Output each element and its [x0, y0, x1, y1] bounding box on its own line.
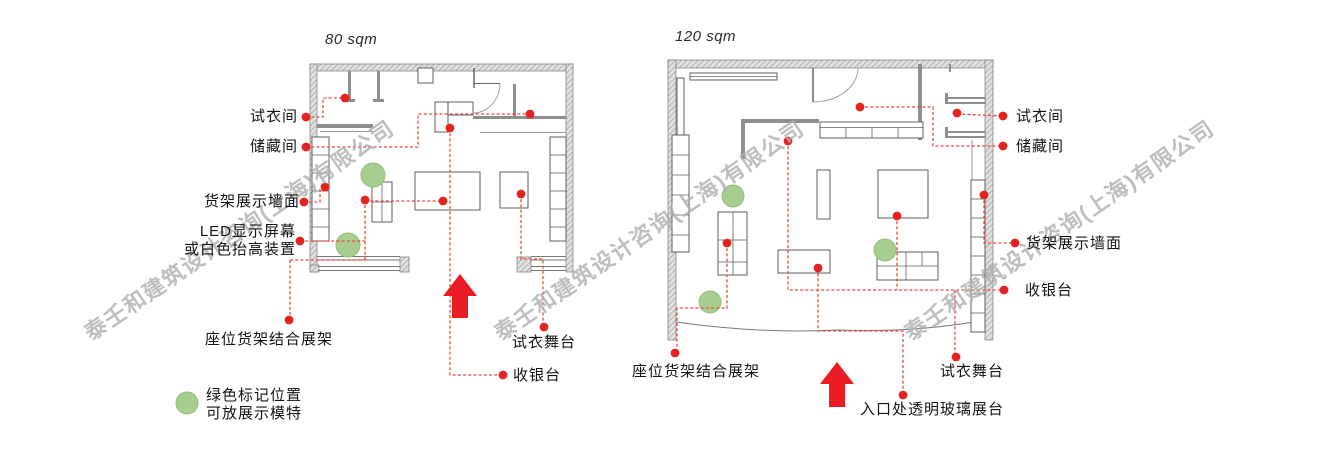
label-80-cashier: 收银台	[513, 367, 562, 384]
legend-line1: 绿色标记位置	[206, 387, 303, 404]
label-120-storage-room: 储藏间	[1016, 138, 1065, 155]
legend-green-marker	[175, 391, 199, 415]
legend-text: 绿色标记位置 可放展示模特	[206, 387, 302, 423]
label-120-cashier: 收银台	[1025, 282, 1074, 299]
label-120-fitting-stage: 试衣舞台	[940, 363, 1005, 380]
label-120-seat-shelf-display: 座位货架结合展架	[632, 363, 761, 380]
plan-title-80sqm: 80 sqm	[325, 31, 378, 48]
plan-120sqm	[667, 59, 1020, 407]
marker-dots-120	[670, 102, 1020, 400]
label-80-fitting-stage: 试衣舞台	[512, 334, 577, 351]
label-80-seat-shelf-display: 座位货架结合展架	[205, 331, 334, 348]
entrance-arrow-80	[443, 274, 477, 318]
leader-lines-120	[676, 106, 1015, 394]
legend-line2: 可放展示模特	[206, 405, 303, 422]
label-80-led-screen-line2: 或白色抬高装置	[183, 241, 296, 258]
marker-dots-80	[284, 93, 549, 380]
furniture-120	[671, 72, 986, 333]
interior-walls-80	[317, 71, 566, 128]
label-80-led-screen-line1: LED显示屏幕	[199, 223, 296, 240]
leader-lines-80	[289, 97, 544, 376]
door-120	[812, 67, 859, 103]
plan-title-120sqm: 120 sqm	[675, 28, 737, 45]
furniture-dividers-120	[672, 76, 985, 314]
label-80-led-screen: LED显示屏幕 或白色抬高装置	[184, 223, 296, 259]
interior-lines-80	[320, 131, 566, 133]
storefront-glass-80	[317, 256, 566, 271]
label-80-shelf-display-wall: 货架展示墙面	[203, 193, 300, 210]
door-80	[473, 68, 501, 114]
storefront-glass-120	[675, 319, 986, 332]
label-120-entrance-glass-display: 入口处透明玻璃展台	[860, 401, 1005, 418]
label-80-fitting-room: 试衣间	[249, 108, 298, 125]
label-80-storage-room: 储藏间	[249, 138, 298, 155]
label-120-shelf-display-wall: 货架展示墙面	[1026, 235, 1123, 252]
mannequin-markers-120	[698, 184, 897, 314]
interior-walls-120	[741, 64, 986, 159]
label-120-fitting-room: 试衣间	[1016, 108, 1065, 125]
entrance-arrow-120	[820, 362, 854, 407]
plan-80sqm	[284, 63, 574, 380]
mannequin-markers-80	[335, 162, 386, 258]
